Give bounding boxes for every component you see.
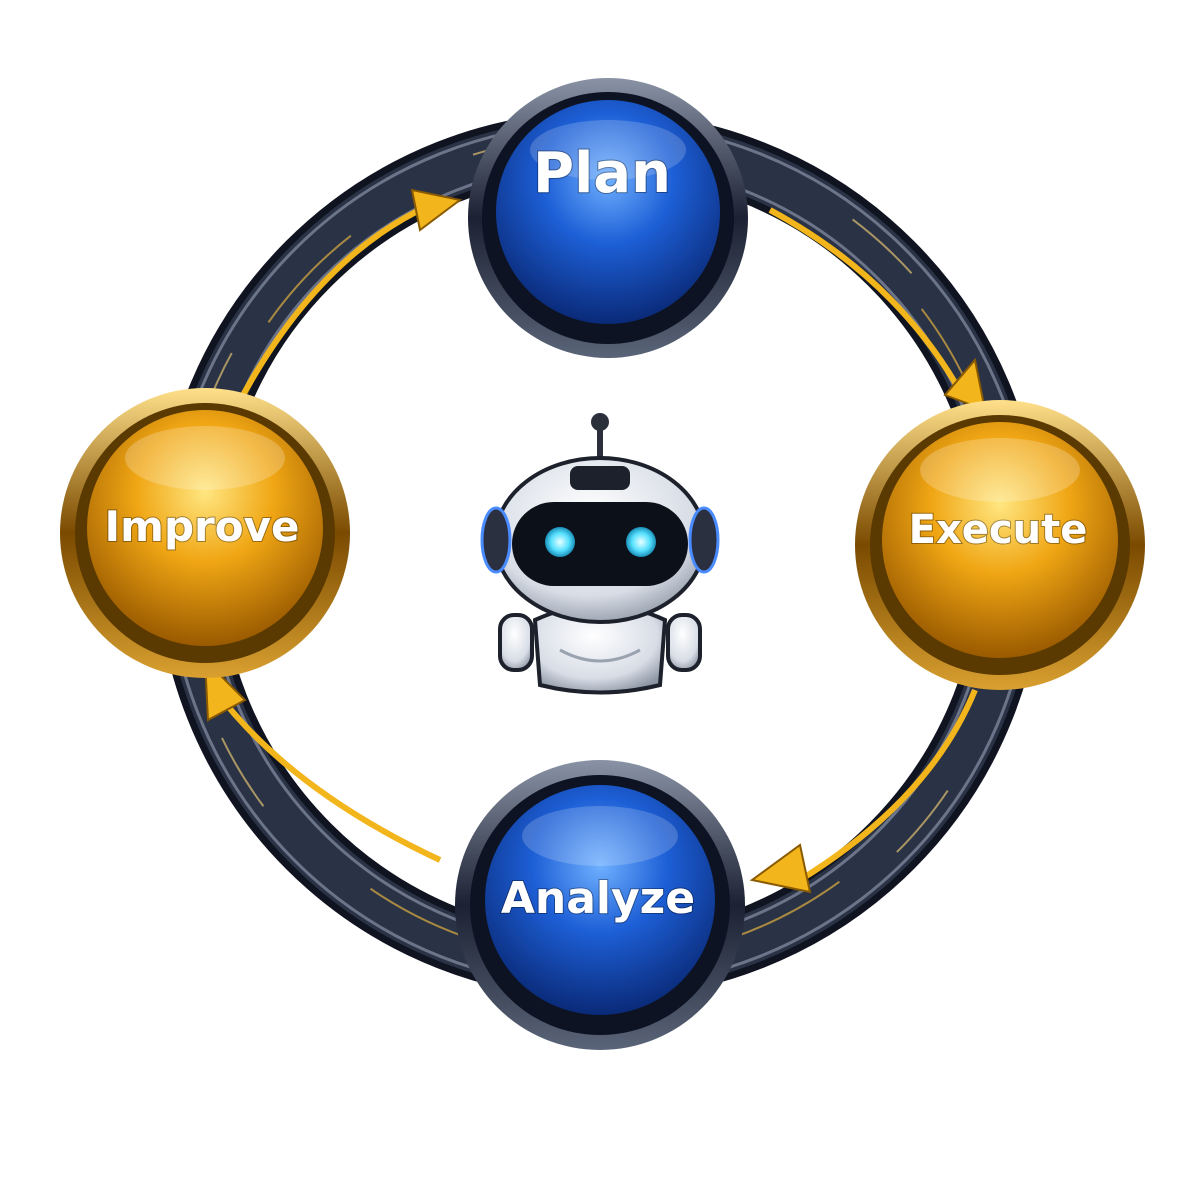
node-analyze: Analyze (455, 760, 745, 1050)
node-improve: Improve (60, 388, 350, 678)
arrow-improve-to-plan (227, 188, 463, 422)
arrow-plan-to-execute (768, 207, 987, 412)
robot-icon (480, 413, 720, 695)
arrow-execute-to-analyze (749, 688, 978, 894)
node-improve-label: Improve (105, 502, 300, 551)
node-execute: Execute (855, 400, 1145, 690)
node-plan-label: Plan (533, 141, 671, 206)
node-execute-label: Execute (909, 507, 1088, 553)
node-plan: Plan (468, 78, 748, 358)
node-analyze-label: Analyze (501, 873, 695, 924)
